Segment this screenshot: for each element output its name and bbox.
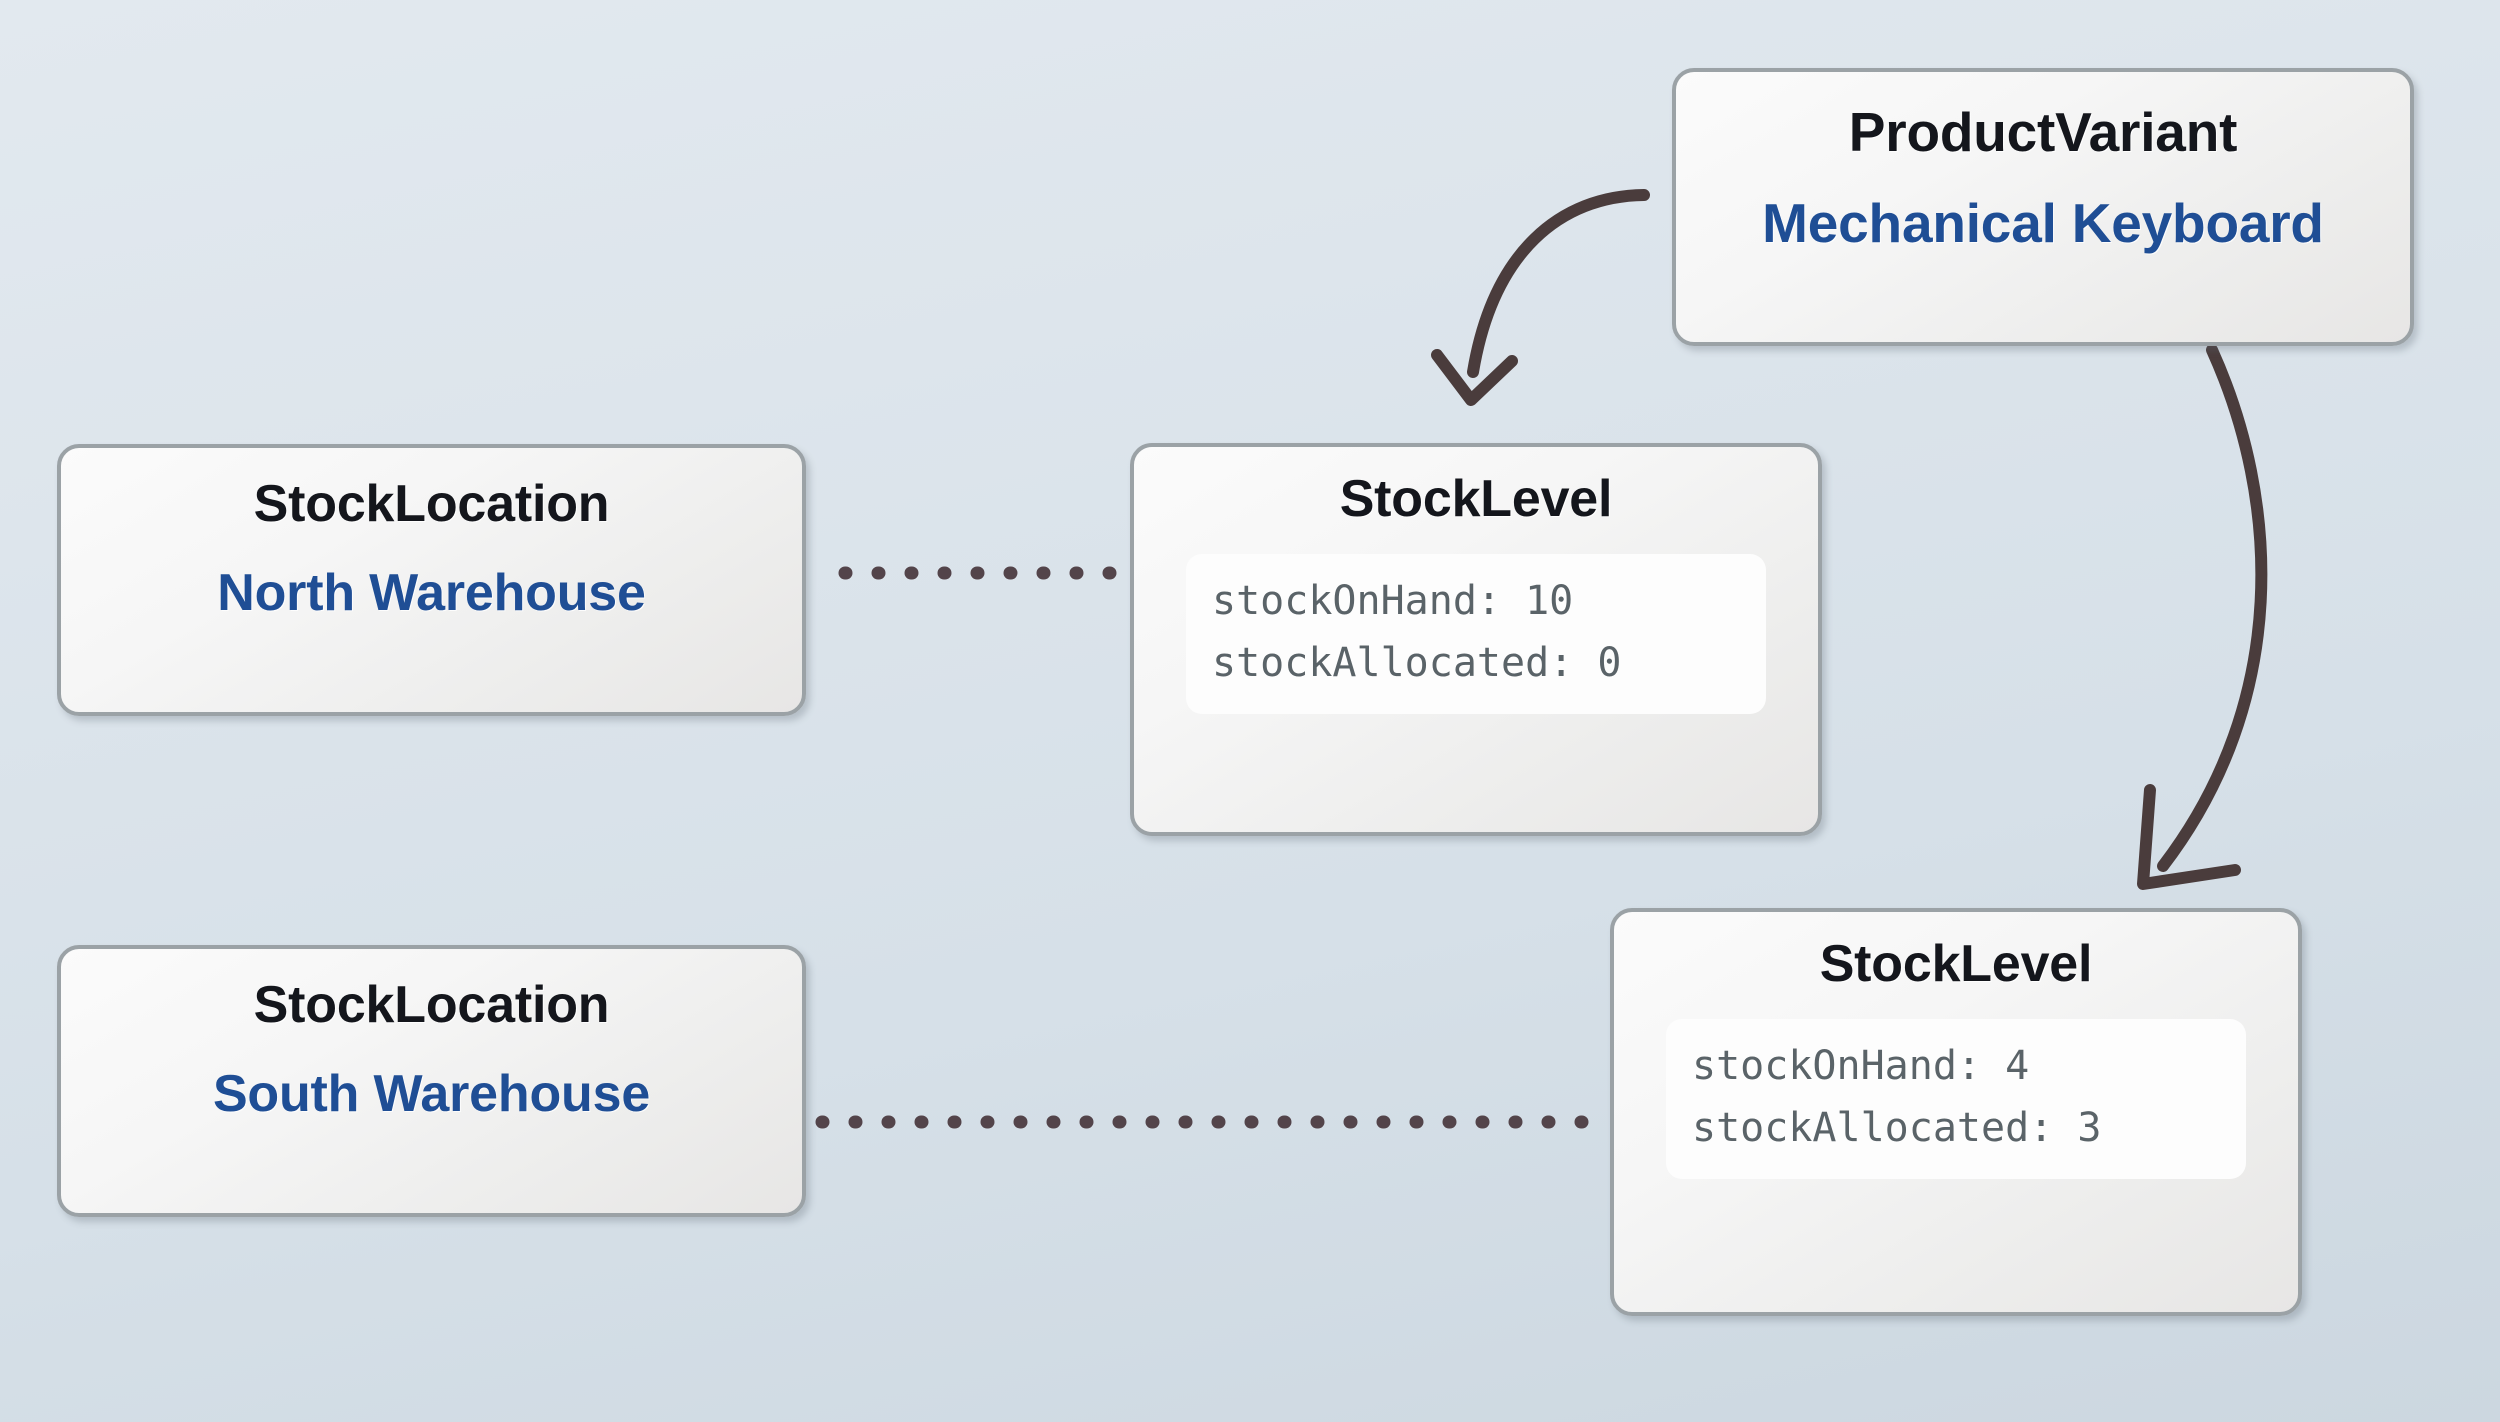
field-stock-allocated: stockAllocated: 0 xyxy=(1212,640,1622,687)
node-stock-location-south-entity: StockLocation xyxy=(253,976,610,1034)
field-stock-on-hand: stockOnHand: 10 xyxy=(1212,578,1574,625)
node-stock-location-south-instance: South Warehouse xyxy=(212,1065,651,1124)
stock-level-north-fields-panel: stockOnHand: 10 stockAllocated: 0 xyxy=(1186,554,1766,715)
field-stock-allocated: stockAllocated: 3 xyxy=(1692,1105,2102,1152)
node-stock-location-north[interactable]: StockLocation North Warehouse xyxy=(57,444,806,716)
node-product-variant[interactable]: ProductVariant Mechanical Keyboard xyxy=(1672,68,2414,346)
node-stock-level-south[interactable]: StockLevel stockOnHand: 4 stockAllocated… xyxy=(1610,908,2302,1316)
stock-level-south-fields-panel: stockOnHand: 4 stockAllocated: 3 xyxy=(1666,1019,2246,1180)
arrow-variant-to-stocklevel-north xyxy=(1431,189,1650,406)
node-stock-level-south-entity: StockLevel xyxy=(1819,935,2093,993)
node-stock-location-north-entity: StockLocation xyxy=(253,475,610,533)
arrow-variant-to-stocklevel-south xyxy=(2137,344,2268,890)
node-stock-location-south[interactable]: StockLocation South Warehouse xyxy=(57,945,806,1217)
node-stock-level-north-entity: StockLevel xyxy=(1339,470,1613,528)
node-stock-level-north[interactable]: StockLevel stockOnHand: 10 stockAllocate… xyxy=(1130,443,1822,836)
node-product-variant-instance: Mechanical Keyboard xyxy=(1762,191,2324,254)
node-product-variant-entity: ProductVariant xyxy=(1848,101,2238,163)
field-stock-on-hand: stockOnHand: 4 xyxy=(1692,1043,2030,1090)
node-stock-location-north-instance: North Warehouse xyxy=(217,564,646,623)
